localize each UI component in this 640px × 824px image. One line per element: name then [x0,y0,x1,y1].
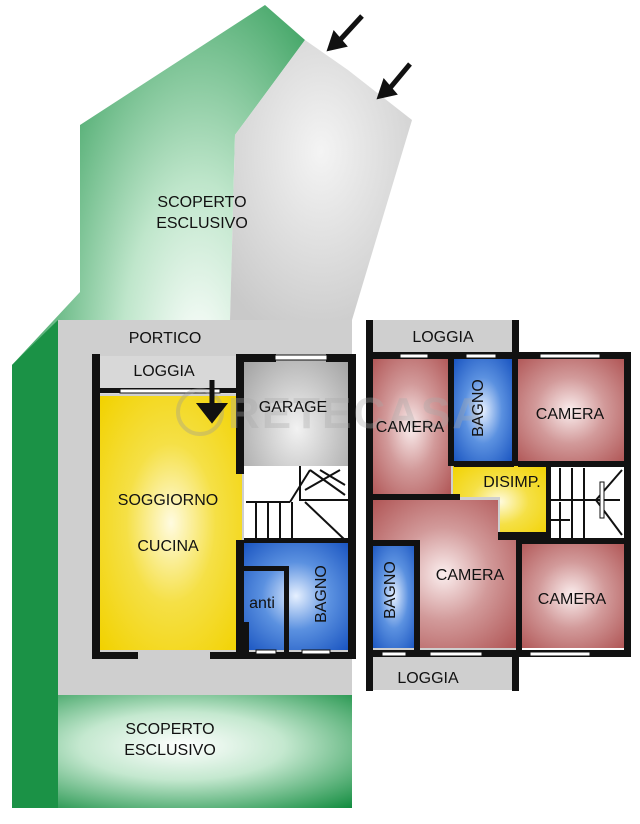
arrow-down-icon [195,380,229,424]
watermark: RETECASA [176,388,486,438]
label-disimp: DISIMP. [483,474,541,491]
watermark-text: RETECASA [228,389,486,438]
first-floor-windows [381,353,605,657]
label-anti: anti [249,595,275,612]
camera-1-room [371,358,451,496]
label-loggia-ground: LOGGIA [133,363,195,380]
label-bagno-first-top: BAGNO [470,379,487,437]
label-camera-4: CAMERA [538,591,607,608]
label-camera-3: CAMERA [436,567,505,584]
label-loggia-first-top: LOGGIA [412,329,474,346]
label-cucina: CUCINA [137,538,199,555]
arrow-down-left-icon [326,14,364,52]
label-camera-2: CAMERA [536,406,605,423]
soggiorno-room [100,396,242,650]
stair-first [546,465,625,540]
label-soggiorno: SOGGIORNO [118,492,218,509]
label-portico: PORTICO [129,330,202,347]
garden-area [12,5,352,808]
garden-bottom-area [12,695,352,808]
disimp-area [453,465,546,538]
label-loggia-first-bottom: LOGGIA [397,670,459,687]
label-bagno-ground: BAGNO [313,565,330,623]
first-floor-walls [366,320,631,691]
label-scoperto-top-1: SCOPERTO [157,194,246,211]
label-scoperto-bottom-2: ESCLUSIVO [124,742,216,759]
ground-floor-windows [119,354,331,655]
label-camera-1: CAMERA [376,419,445,436]
bagno-bottom-room [371,543,417,648]
driveway-area [230,40,412,320]
bagno-ground-room [242,542,350,650]
label-scoperto-top-2: ESCLUSIVO [156,215,248,232]
label-scoperto-bottom-1: SCOPERTO [125,721,214,738]
label-bagno-first-bottom: BAGNO [382,561,399,619]
camera-3-room [371,500,516,648]
camera-4-room [518,542,625,648]
garden-left-strip [12,320,58,808]
label-garage: GARAGE [259,399,327,416]
camera-2-room [515,358,625,463]
arrow-down-left-icon [376,62,412,100]
stair-ground-treads [246,466,350,541]
bagno-top-room [453,358,513,463]
